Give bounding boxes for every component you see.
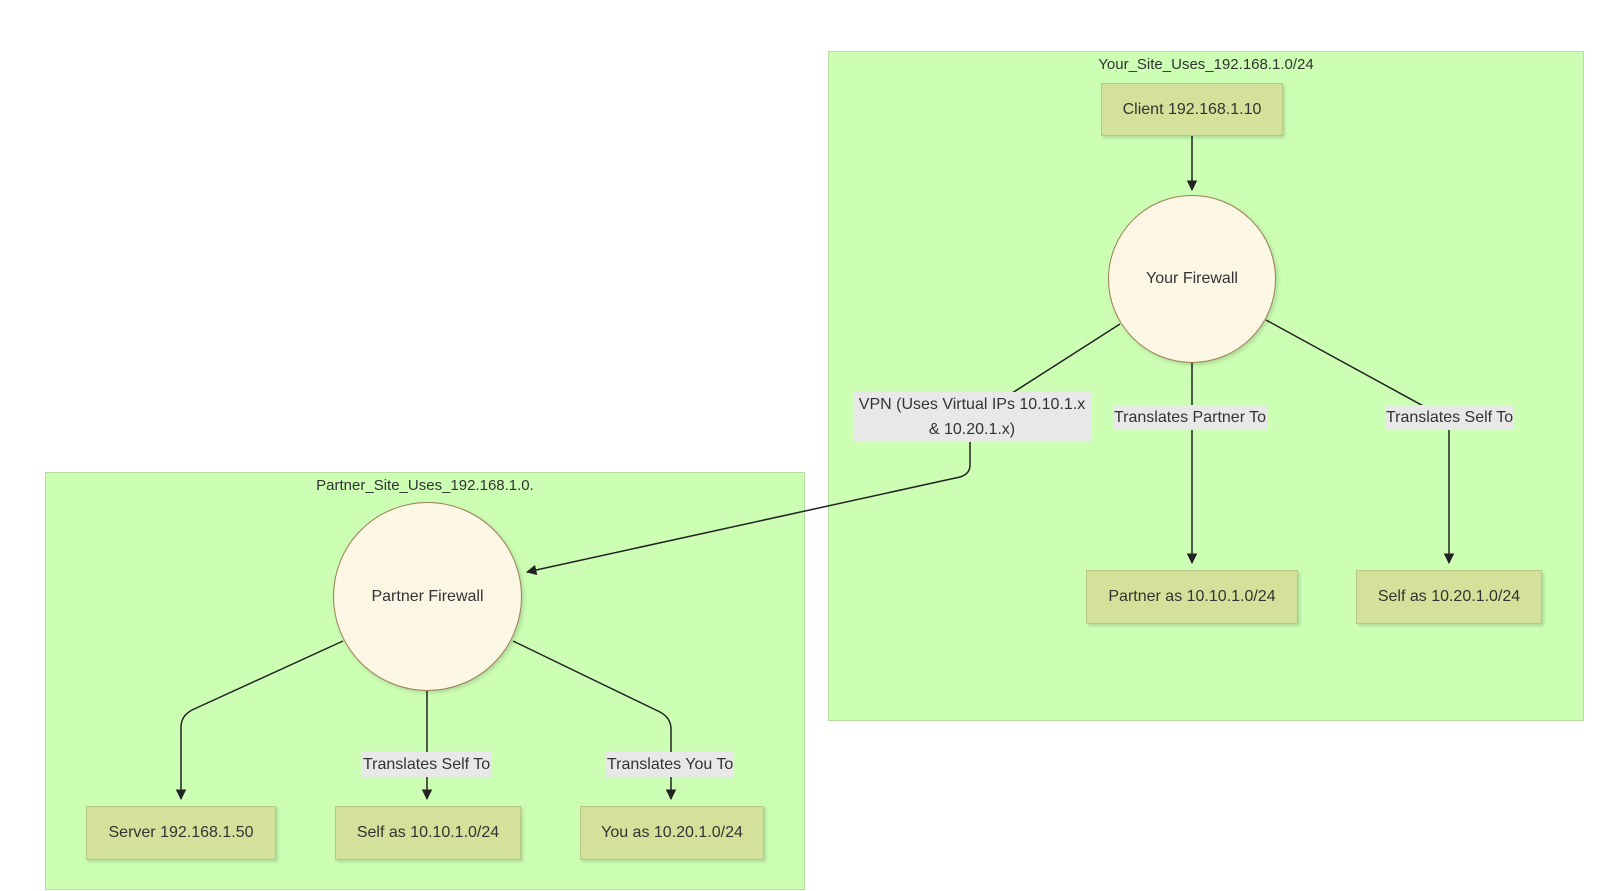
your-site-title: Your_Site_Uses_192.168.1.0/24 — [1098, 56, 1314, 73]
client-label: Client 192.168.1.10 — [1122, 100, 1262, 118]
self-as-10-label: Self as 10.10.1.0/24 — [356, 824, 500, 841]
you-as-node[interactable]: You as 10.20.1.0/24 — [580, 806, 764, 860]
self-as-10-node[interactable]: Self as 10.10.1.0/24 — [335, 806, 521, 860]
partner-as-node[interactable]: Partner as 10.10.1.0/24 — [1086, 570, 1298, 624]
translates-self-to-your-label: Translates Self To — [1385, 405, 1515, 430]
partner-site-title: Partner_Site_Uses_192.168.1.0. — [316, 477, 534, 494]
translates-self-to-partner-label: Translates Self To — [362, 752, 492, 777]
client-node[interactable]: Client 192.168.1.10 — [1101, 83, 1283, 136]
self-as-20-node[interactable]: Self as 10.20.1.0/24 — [1356, 570, 1542, 624]
your-firewall-node[interactable]: Your Firewall — [1108, 195, 1276, 363]
edge-vpn — [525, 323, 1121, 576]
you-as-label: You as 10.20.1.0/24 — [601, 824, 743, 841]
edge-translates-you-to — [512, 640, 677, 801]
edge-partner-to-server — [175, 640, 344, 801]
vpn-label-line1: VPN (Uses Virtual IPs 10.10.1.x — [858, 396, 1086, 413]
partner-as-label: Partner as 10.10.1.0/24 — [1108, 588, 1276, 605]
server-label: Server 192.168.1.50 — [108, 824, 254, 841]
self-as-20-label: Self as 10.20.1.0/24 — [1377, 588, 1521, 605]
translates-partner-to-label: Translates Partner To — [1113, 405, 1268, 430]
server-node[interactable]: Server 192.168.1.50 — [86, 806, 276, 860]
vpn-edge-label: VPN (Uses Virtual IPs 10.10.1.x & 10.20.… — [853, 392, 1091, 442]
translates-you-to-label: Translates You To — [606, 752, 735, 777]
edge-translates-self-to-your — [1265, 319, 1455, 565]
your-firewall-label: Your Firewall — [1146, 270, 1238, 287]
partner-firewall-label: Partner Firewall — [371, 587, 484, 605]
vpn-label-line2: & 10.20.1.x) — [928, 421, 1016, 438]
partner-firewall-node[interactable]: Partner Firewall — [333, 502, 522, 691]
